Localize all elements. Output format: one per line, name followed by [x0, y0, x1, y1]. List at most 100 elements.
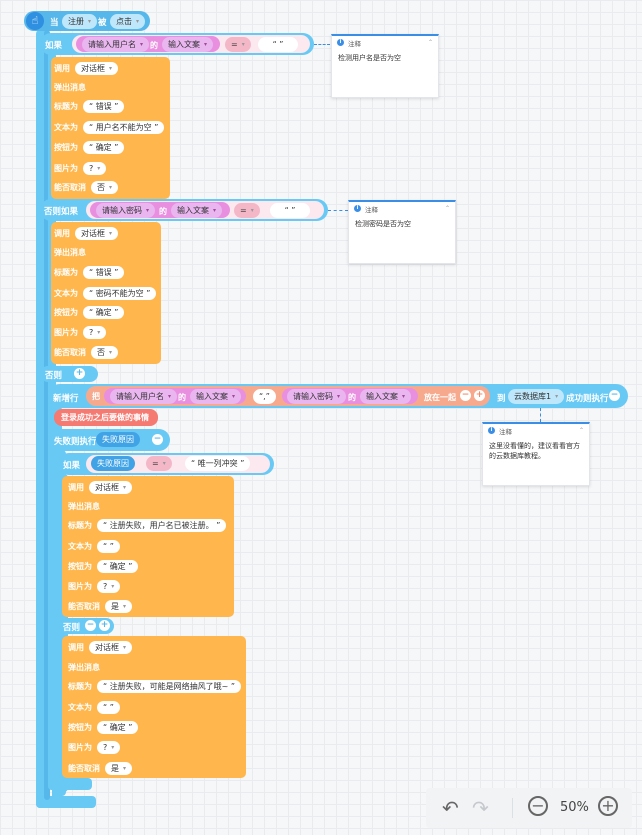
value-input[interactable]: “ ” [258, 37, 298, 52]
note-body[interactable]: 检测密码是否为空 [355, 220, 411, 228]
title-value: “ 错误 ” [89, 101, 119, 111]
input-selector[interactable]: 请输入用户名▾ [82, 37, 150, 52]
dialog-component-selector[interactable]: 对话框▾ [89, 480, 133, 494]
operator-selector[interactable]: =▾ [146, 456, 172, 471]
title-label: 标题为 [68, 520, 92, 530]
operator-selector[interactable]: =▾ [225, 37, 251, 52]
chevron-down-icon: ▾ [146, 207, 150, 214]
cancel-selector[interactable]: 否▾ [91, 180, 119, 194]
add-branch-button[interactable]: + [74, 368, 85, 379]
chevron-down-icon: ▾ [111, 743, 115, 751]
cancel-value: 否 [97, 182, 105, 192]
of-label: 的 [150, 41, 158, 50]
dialog-call-block[interactable] [62, 636, 246, 778]
zoom-out-icon[interactable]: − [528, 796, 548, 816]
image-value: ? [103, 581, 108, 591]
success-label: 成功则执行 [566, 394, 609, 404]
of-label: 的 [178, 393, 186, 402]
button-label: 按钮为 [54, 307, 78, 317]
method-name: 弹出消息 [68, 501, 100, 511]
input-selector[interactable]: 请输入用户名▾ [110, 389, 178, 404]
property-selector[interactable]: 输入文案▾ [190, 389, 242, 404]
chevron-down-icon: ▾ [204, 41, 208, 48]
collapse-icon[interactable]: ⌃ [444, 205, 450, 212]
zoom-in-icon[interactable]: + [598, 796, 618, 816]
value-input[interactable]: “ ” [270, 203, 310, 218]
input-selector[interactable]: 请输入密码▾ [96, 203, 156, 218]
add-item-button[interactable]: + [474, 390, 485, 401]
title-input[interactable]: “ 注册失败，用户名已被注册。 ” [97, 518, 227, 532]
reason-variable[interactable]: 失败原因 [96, 432, 140, 447]
property-selector[interactable]: 输入文案▾ [360, 389, 412, 404]
text-input[interactable]: “ ” [97, 539, 120, 553]
redo-icon[interactable]: ↷ [472, 796, 489, 820]
collapse-button[interactable]: − [609, 390, 620, 401]
chevron-down-icon: ▾ [250, 207, 254, 214]
property-selector[interactable]: 输入文案 ▾ [162, 37, 214, 52]
button-input[interactable]: “ 确定 ” [83, 305, 125, 319]
method-name: 弹出消息 [54, 82, 86, 92]
dialog-component-selector[interactable]: 对话框▾ [75, 61, 119, 75]
remove-branch-button[interactable]: − [85, 620, 96, 631]
if-keyword: 如果 [45, 41, 63, 51]
note-header: 注释 [365, 205, 378, 214]
value-text: “ ” [284, 206, 296, 215]
operator-selector[interactable]: =▾ [234, 203, 260, 218]
text-input[interactable]: “ 密码不能为空 ” [83, 286, 157, 300]
dialog-call-block[interactable] [62, 476, 234, 617]
collapse-icon[interactable]: ⌃ [427, 39, 433, 46]
button-input[interactable]: “ 确定 ” [83, 140, 125, 154]
zoom-toolbar: ↶ ↷ − 50% + [426, 788, 632, 828]
call-keyword: 调用 [54, 228, 70, 238]
remove-item-button[interactable]: − [460, 390, 471, 401]
note-body[interactable]: 这里没看懂的，建议看看官方的云数据库教程。 [489, 442, 580, 461]
image-selector[interactable]: ?▾ [83, 325, 107, 339]
property-selector[interactable]: 输入文案▾ [171, 203, 223, 218]
separator-input[interactable]: “,” [253, 389, 276, 404]
component-dropdown[interactable]: 注册▾ [62, 14, 98, 29]
call-keyword: 调用 [68, 482, 84, 492]
cancel-selector[interactable]: 否▾ [91, 345, 119, 359]
method-name: 弹出消息 [68, 662, 100, 672]
image-selector[interactable]: ?▾ [97, 579, 121, 593]
method-name: 弹出消息 [54, 247, 86, 257]
cancel-selector[interactable]: 是▾ [105, 761, 133, 775]
chevron-down-icon: ▾ [111, 582, 115, 590]
title-input[interactable]: “ 错误 ” [83, 265, 125, 279]
reason-variable[interactable]: 失败原因 [91, 456, 135, 471]
chevron-down-icon: ▾ [213, 207, 217, 214]
collapse-icon[interactable]: ⌃ [578, 427, 584, 434]
database-selector[interactable]: 云数据库1▾ [508, 389, 565, 404]
button-input[interactable]: “ 确定 ” [97, 720, 139, 734]
action-dropdown[interactable]: 点击▾ [110, 14, 146, 29]
collapse-button[interactable]: − [152, 434, 163, 445]
cancel-selector[interactable]: 是▾ [105, 599, 133, 613]
value-input[interactable]: “ 唯一列冲突 ” [185, 456, 251, 471]
note-connector [328, 210, 348, 211]
add-branch-button[interactable]: + [99, 620, 110, 631]
dialog-component-selector[interactable]: 对话框▾ [89, 640, 133, 654]
image-selector[interactable]: ?▾ [83, 161, 107, 175]
image-selector[interactable]: ?▾ [97, 740, 121, 754]
text-input[interactable]: “ ” [97, 700, 120, 714]
undo-icon[interactable]: ↶ [442, 796, 459, 820]
if-keyword: 如果 [63, 461, 81, 471]
chevron-down-icon: ▾ [136, 18, 140, 25]
hand-pointer-icon: ☝ [26, 12, 44, 30]
chevron-down-icon: ▾ [140, 41, 144, 48]
comment-block[interactable]: 登录成功之后要做的事情 [54, 409, 158, 426]
input-selector[interactable]: 请输入密码▾ [287, 389, 347, 404]
property-name: 输入文案 [168, 40, 200, 49]
note-body[interactable]: 检测用户名是否为空 [338, 54, 401, 62]
title-input[interactable]: “ 注册失败，可能是网络抽风了哦~ ” [97, 679, 242, 693]
dialog-component-selector[interactable]: 对话框▾ [75, 226, 119, 240]
event-block-body [36, 30, 46, 808]
text-input[interactable]: “ 用户名不能为空 ” [83, 120, 165, 134]
chevron-down-icon: ▾ [97, 164, 101, 172]
button-input[interactable]: “ 确定 ” [97, 559, 139, 573]
title-input[interactable]: “ 错误 ” [83, 99, 125, 113]
button-label: 按钮为 [68, 561, 92, 571]
